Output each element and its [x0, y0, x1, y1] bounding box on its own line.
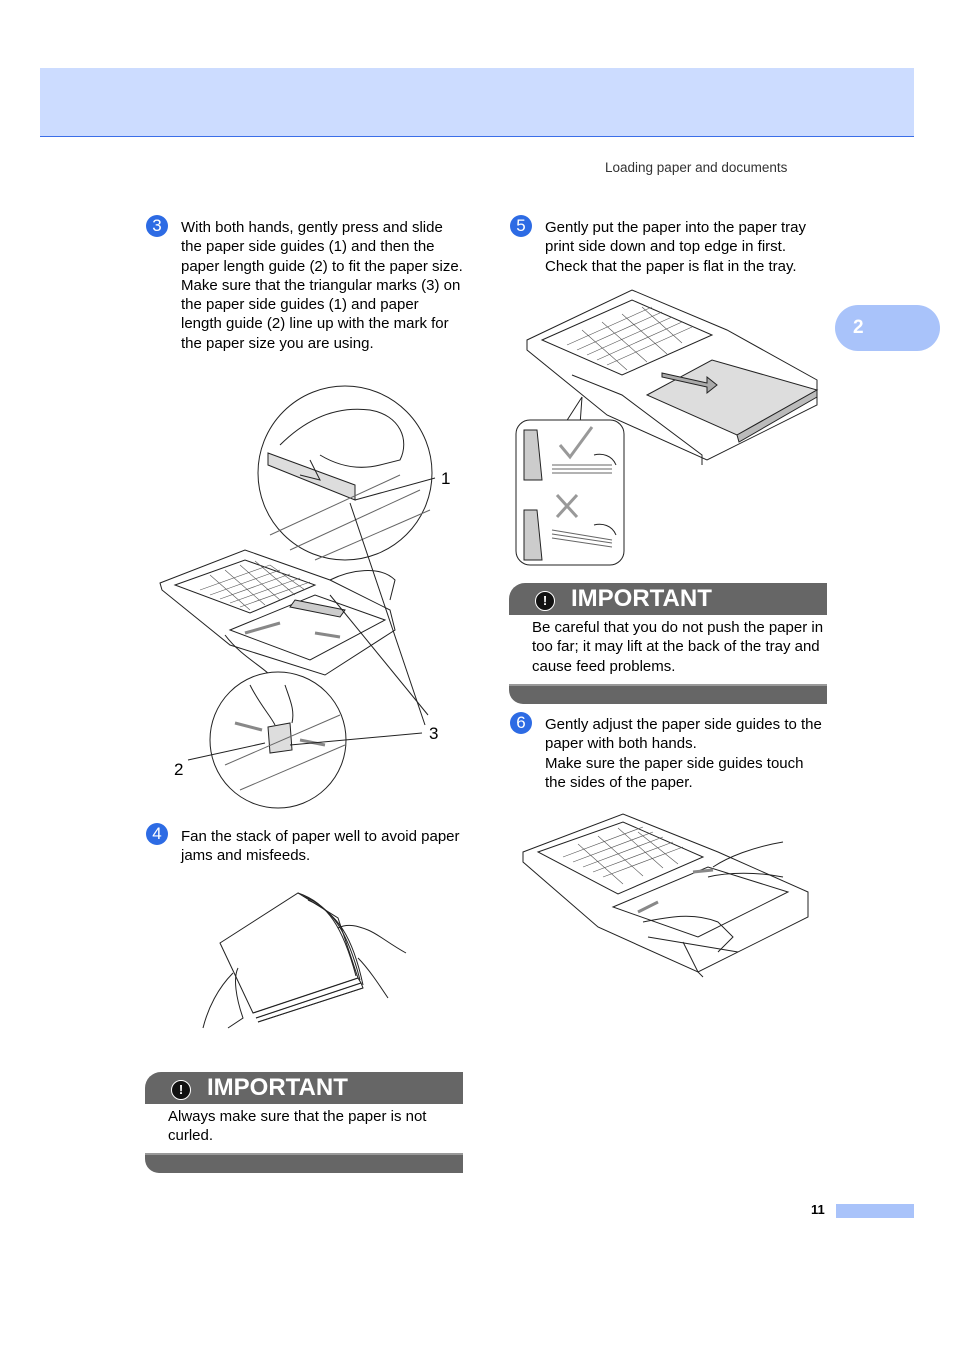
exclamation-icon: ! [171, 1080, 191, 1100]
fan-paper-illustration [202, 892, 407, 1029]
callout-3: 3 [429, 724, 438, 743]
important-header-left: ! IMPORTANT [145, 1072, 463, 1104]
step-6-paragraph-2: Make sure the paper side guides touch th… [545, 754, 804, 791]
page-number: 11 [811, 1202, 825, 1217]
callout-2: 2 [174, 760, 183, 779]
important-footer-left [145, 1153, 463, 1173]
step-3-paragraph-2: Make sure that the triangular marks (3) … [181, 276, 461, 352]
important-header-right: ! IMPORTANT [509, 583, 827, 615]
adjust-guides-illustration [522, 813, 809, 978]
step-4-number: 4 [146, 823, 168, 845]
exclamation-icon: ! [535, 591, 555, 611]
step-5-number: 5 [510, 215, 532, 237]
step-5-text: Gently put the paper into the paper tray… [545, 218, 827, 276]
important-text-left: Always make sure that the paper is not c… [168, 1108, 427, 1145]
insert-paper-illustration [515, 289, 819, 566]
important-title-right: IMPORTANT [571, 585, 712, 612]
step-4-text: Fan the stack of paper well to avoid pap… [181, 827, 463, 866]
step-3-number: 3 [146, 215, 168, 237]
step-6-text: Gently adjust the paper side guides to t… [545, 715, 827, 792]
running-head: Loading paper and documents [605, 160, 788, 175]
important-title-left: IMPORTANT [207, 1074, 348, 1101]
chapter-tab: 2 [835, 305, 940, 351]
callout-1: 1 [441, 469, 450, 488]
step-5-paragraph-1: Gently put the paper into the paper tray… [545, 219, 806, 275]
step-3-text: With both hands, gently press and slide … [181, 218, 463, 353]
header-band [40, 68, 914, 137]
step-3-paragraph-1: With both hands, gently press and slide … [181, 219, 463, 275]
important-footer-right [509, 684, 827, 704]
step-6-number: 6 [510, 712, 532, 734]
step-4-paragraph-1: Fan the stack of paper well to avoid pap… [181, 828, 460, 865]
important-text-right: Be careful that you do not push the pape… [532, 619, 824, 675]
page-number-bar [836, 1204, 914, 1218]
tray-guides-illustration: 1 2 3 [159, 385, 450, 809]
step-6-paragraph-1: Gently adjust the paper side guides to t… [545, 716, 822, 753]
